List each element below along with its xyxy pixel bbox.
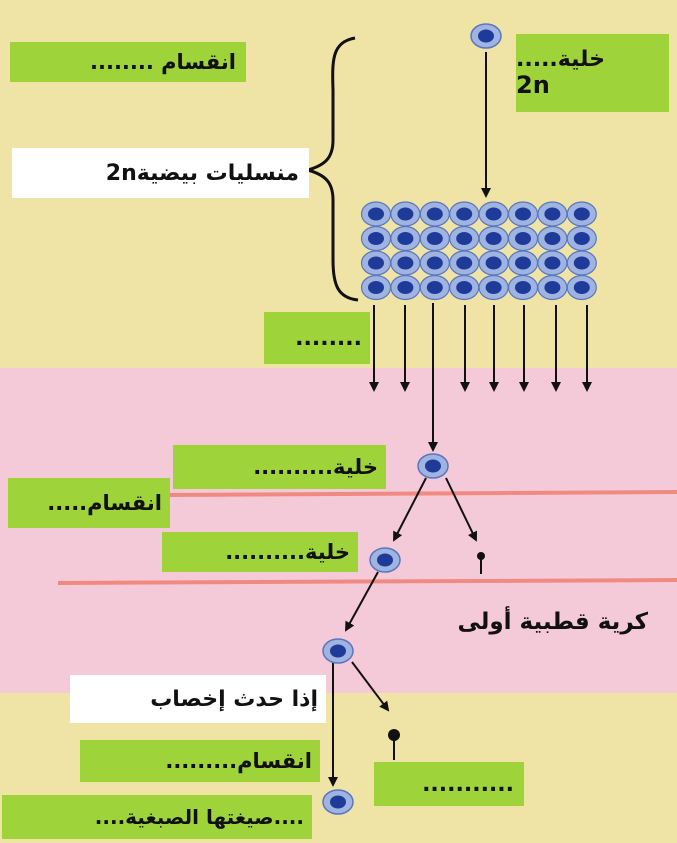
oogonium-cell bbox=[360, 225, 392, 252]
oogonium-cell bbox=[566, 274, 597, 301]
oogonia-grid bbox=[360, 201, 597, 301]
oogonium-cell bbox=[390, 201, 421, 227]
oogonium-cell bbox=[537, 250, 568, 276]
cell-2n-label-line2: 2n bbox=[516, 70, 550, 99]
oogonium-cell bbox=[419, 274, 450, 301]
oogonium-cell bbox=[507, 250, 539, 276]
grid-down-arrows bbox=[369, 305, 592, 392]
oogonium-cell bbox=[537, 225, 568, 252]
oogonium-cell bbox=[390, 225, 421, 252]
oogonia-label: منسليات بيضية2n bbox=[12, 148, 309, 198]
final-cell bbox=[322, 789, 354, 815]
single-cells bbox=[322, 23, 502, 815]
curly-brace bbox=[302, 36, 359, 302]
oogonium-cell bbox=[449, 250, 480, 276]
cell-2n-top bbox=[470, 23, 502, 49]
second-polar-body-blank: ........... bbox=[374, 762, 524, 806]
oogonium-cell bbox=[419, 201, 450, 227]
oogonium-cell bbox=[390, 250, 421, 276]
oogonium-cell bbox=[478, 225, 509, 252]
first-polar-body-marker bbox=[477, 552, 485, 574]
cell-2n-label: خلية..... 2n bbox=[516, 34, 669, 112]
oogonium-cell bbox=[507, 201, 539, 227]
cell-2n-label-line1: خلية..... bbox=[516, 46, 605, 72]
oogonium-cell bbox=[566, 250, 597, 276]
division-label-top: انقسام ........ bbox=[10, 42, 246, 82]
oogonium-cell bbox=[360, 201, 392, 227]
oogonium-cell bbox=[537, 201, 568, 227]
oogonium-cell bbox=[390, 274, 421, 301]
oogonium-cell bbox=[478, 250, 509, 276]
oogonium-cell bbox=[449, 225, 480, 252]
divider-line-upper bbox=[164, 490, 677, 497]
arrow-to-first-polar-body bbox=[445, 477, 478, 542]
oogonium-cell bbox=[507, 225, 539, 252]
divider-line-lower bbox=[57, 578, 677, 585]
growth-blank-label: ........ bbox=[264, 312, 370, 364]
oogonium-cell bbox=[449, 201, 480, 227]
oogonium-cell bbox=[360, 274, 392, 301]
second-oocyte bbox=[369, 547, 401, 573]
formula-label: ....صيغتها الصبغية.... bbox=[2, 795, 312, 839]
second-oocyte-label: خلية.......... bbox=[162, 532, 358, 572]
oogonium-cell bbox=[507, 274, 539, 301]
arrow-to-third-cell bbox=[345, 571, 379, 632]
oogonium-cell bbox=[449, 274, 480, 301]
arrow-to-second-cell bbox=[393, 477, 427, 542]
second-polar-body-marker bbox=[388, 729, 400, 760]
third-cell bbox=[322, 638, 354, 664]
arrow-to-second-polar-body bbox=[351, 661, 390, 712]
first-polar-body-label: كرية قطبية أولى bbox=[457, 609, 648, 635]
first-oocyte-label: خلية.......... bbox=[173, 445, 386, 489]
division-label-middle: انقسام..... bbox=[8, 478, 170, 528]
oogonium-cell bbox=[419, 250, 450, 276]
oogonium-cell bbox=[419, 225, 450, 252]
oogonium-cell bbox=[537, 274, 568, 301]
fertilization-label: إذا حدث إخصاب bbox=[70, 675, 326, 723]
oogonium-cell bbox=[478, 274, 509, 301]
oogonium-cell bbox=[478, 201, 509, 227]
oogonium-cell bbox=[360, 250, 392, 276]
oogonium-cell bbox=[566, 225, 597, 252]
connection-arrows bbox=[328, 52, 592, 787]
division-label-bottom: انقسام......... bbox=[80, 740, 320, 782]
polar-bodies bbox=[388, 552, 485, 760]
oogonium-cell bbox=[566, 201, 597, 227]
first-oocyte bbox=[417, 453, 449, 479]
